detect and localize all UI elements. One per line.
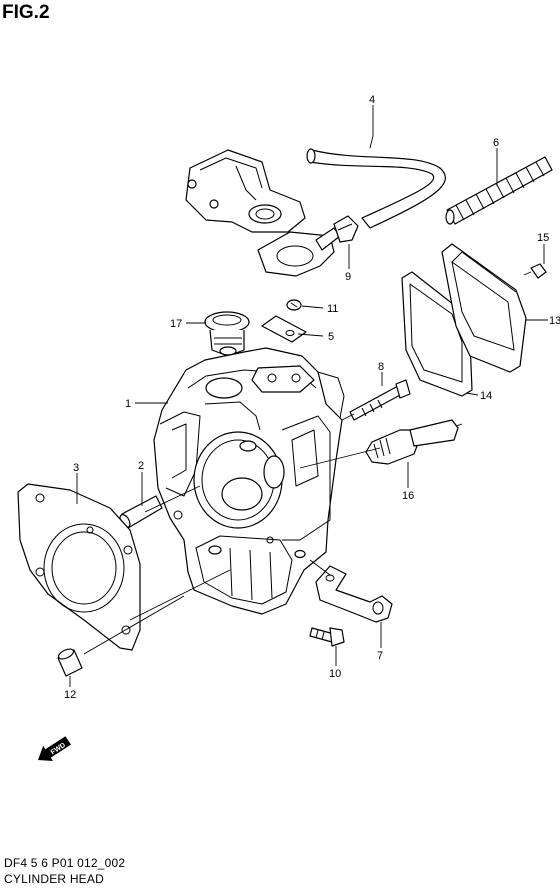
figure-code: DF4 5 6 P01 012_002 [4,856,126,870]
callout-16: 16 [402,490,414,502]
fwd-label: FWD [50,742,67,757]
callout-1: 1 [125,398,131,410]
figure-title: FIG.2 [2,2,50,23]
part-screw-11 [286,299,302,311]
part-clip [333,215,359,243]
callout-12: 12 [64,689,76,701]
callout-14: 14 [480,390,492,402]
part-cylinder-head [153,347,345,615]
callout-11: 11 [327,303,338,315]
figure-name: CYLINDER HEAD [4,872,104,886]
part-head-gasket [17,483,141,651]
part-bolt-10 [309,627,345,647]
callout-17: 17 [170,318,182,330]
part-stud-bolt [349,379,411,421]
part-dowel-12 [57,648,83,677]
callout-4: 4 [369,94,375,106]
leader-lines [69,105,548,687]
part-head-cover [441,243,527,373]
callout-10: 10 [329,668,341,680]
callout-labels: 4 6 9 15 11 5 17 13 8 14 1 16 2 3 7 10 1… [64,94,560,701]
callout-7: 7 [377,650,383,662]
fwd-arrow: FWD [38,736,71,762]
part-bracket [315,565,393,623]
part-cover-gasket [257,227,341,277]
callout-2: 2 [138,460,144,472]
part-hose [306,148,446,229]
callout-5: 5 [328,331,334,343]
part-thermostat [204,311,250,357]
part-bolt-15 [523,263,547,279]
callout-3: 3 [73,462,79,474]
callout-9: 9 [345,271,351,283]
callout-6: 6 [493,137,499,149]
callout-15: 15 [537,232,549,244]
part-spark-plug [365,419,463,465]
part-head-cover-gasket [401,271,473,397]
part-thermostat-cover [185,149,306,233]
callout-13: 13 [549,315,560,327]
callout-8: 8 [378,361,384,373]
part-spring-sleeve [445,156,553,225]
part-plate-5 [261,315,307,343]
